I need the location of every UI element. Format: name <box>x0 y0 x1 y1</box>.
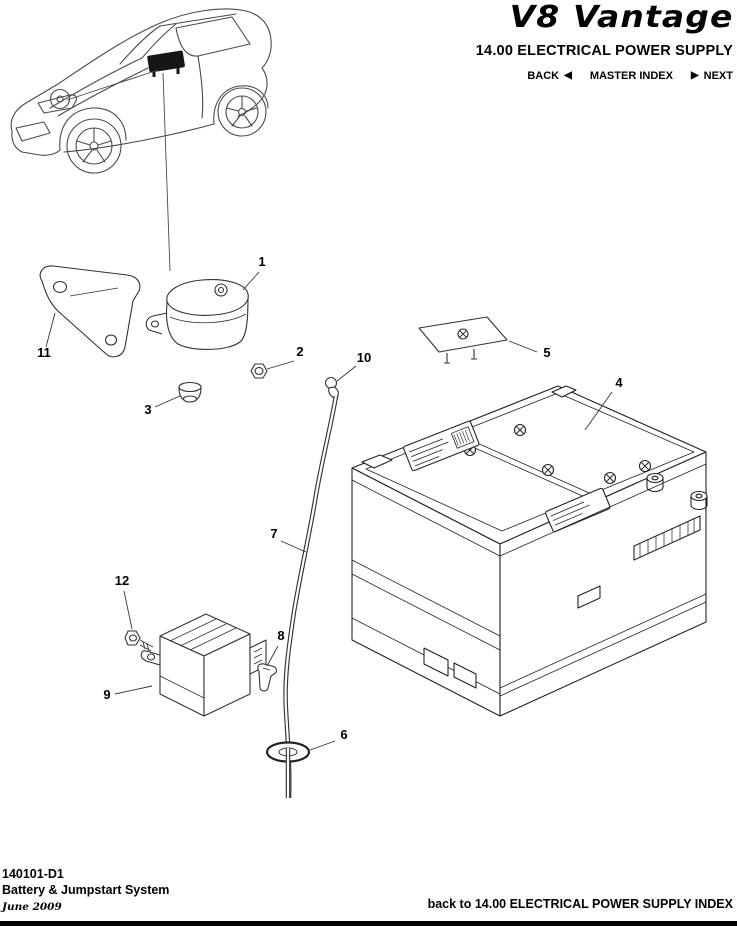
back-to-index-link[interactable]: back to 14.00 ELECTRICAL POWER SUPPLY IN… <box>427 897 733 911</box>
battery-label-graphic-2 <box>545 487 611 533</box>
next-arrow-icon: ▶ <box>690 69 699 81</box>
battery-terminal-icons <box>646 472 708 511</box>
callout-label-11: 11 <box>37 345 51 360</box>
callout-label-5: 5 <box>543 345 550 360</box>
callout-label-2: 2 <box>296 344 303 359</box>
back-arrow-icon: ◀ <box>564 69 572 81</box>
callout-label-1: 1 <box>258 254 265 269</box>
callout-label-10: 10 <box>357 350 371 365</box>
callout-label-7: 7 <box>270 526 277 541</box>
car-locator-leader-lines <box>66 69 171 272</box>
master-index-label: MASTER INDEX <box>589 69 673 82</box>
callout-label-12: 12 <box>115 573 129 588</box>
v8-vantage-logo: V8 Vantage <box>509 0 733 35</box>
part-2-nut-drawing <box>250 363 268 379</box>
back-link[interactable]: BACK ◀ <box>527 70 571 82</box>
master-index-link[interactable]: MASTER INDEX <box>590 70 673 82</box>
part-12-bolt-drawing <box>124 630 154 652</box>
header-nav: BACK ◀ MASTER INDEX ▶ NEXT <box>527 70 733 82</box>
part-3-grommet-drawing <box>178 381 202 403</box>
callout-labels: 1 2 3 4 5 6 7 8 9 10 11 12 <box>37 254 623 742</box>
callout-label-4: 4 <box>615 375 623 390</box>
battery-label-graphic-1 <box>403 420 480 472</box>
callout-label-3: 3 <box>144 402 151 417</box>
part-5-cover-plate-drawing <box>418 316 508 364</box>
back-label: BACK <box>527 69 560 82</box>
callout-leader-lines <box>45 271 613 751</box>
part-9-module-drawing <box>140 613 267 717</box>
part-4-battery-drawing <box>351 385 708 717</box>
page-header: V8 Vantage 14.00 ELECTRICAL POWER SUPPLY… <box>476 2 733 82</box>
car-locator-drawing <box>10 8 272 174</box>
battery-vent-rib-strip <box>633 515 701 561</box>
car-battery-location-marker <box>147 50 185 77</box>
part-1-reservoir-drawing <box>145 279 249 350</box>
document-number: 140101-D1 <box>2 867 64 881</box>
part-8-clip-drawing <box>257 663 277 692</box>
part-10-elbow-fitting-drawing <box>324 376 339 399</box>
part-6-grommet-drawing <box>265 741 311 798</box>
callout-label-9: 9 <box>103 687 110 702</box>
document-title: Battery & Jumpstart System <box>2 883 170 897</box>
part-11-bracket-drawing <box>39 265 141 358</box>
part-7-vent-tube-drawing <box>283 395 339 799</box>
next-label: NEXT <box>703 69 733 82</box>
document-date: June 2009 <box>2 901 62 913</box>
footer-document-info: 140101-D1 Battery & Jumpstart System Jun… <box>2 867 169 913</box>
callout-label-8: 8 <box>277 628 284 643</box>
section-title: 14.00 ELECTRICAL POWER SUPPLY <box>475 42 733 59</box>
callout-label-6: 6 <box>340 727 347 742</box>
next-link[interactable]: ▶ NEXT <box>691 70 733 82</box>
bottom-bar <box>0 921 737 926</box>
